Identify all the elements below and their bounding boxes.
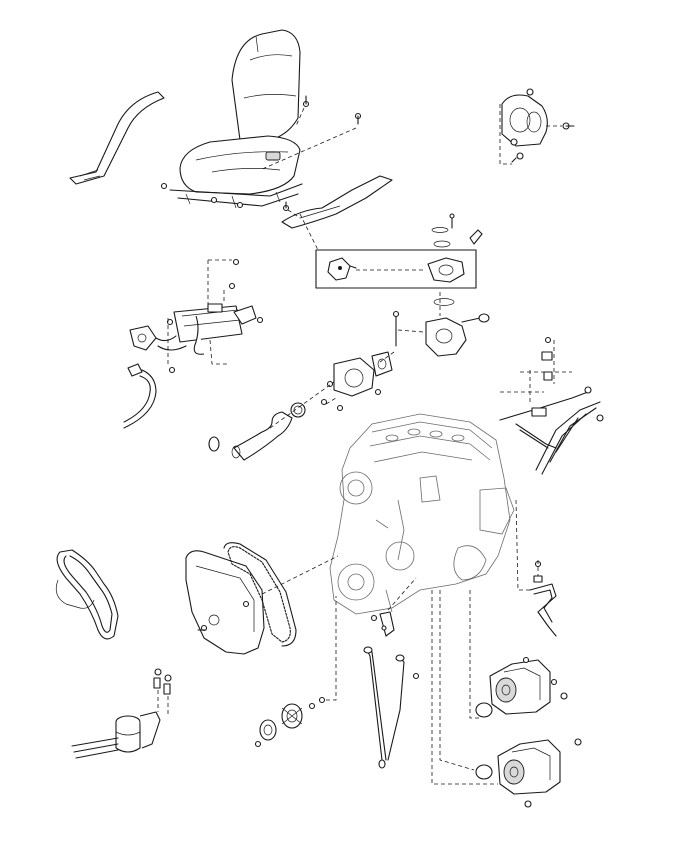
floor-bracket-part[interactable] bbox=[281, 175, 393, 229]
serpentine-belt-part[interactable] bbox=[55, 549, 119, 640]
fuel-return-pipe bbox=[515, 499, 557, 637]
injector-lines-part[interactable] bbox=[499, 336, 604, 475]
crank-pulley-part[interactable] bbox=[254, 596, 337, 748]
thermostat-housing-part[interactable] bbox=[392, 310, 490, 357]
seat-assembly-part[interactable] bbox=[160, 29, 362, 209]
radiator-hose-part[interactable] bbox=[208, 402, 306, 461]
dipstick-part[interactable] bbox=[363, 577, 420, 769]
throttle-sensor-inset-part[interactable] bbox=[315, 249, 477, 289]
throttle-body-part[interactable] bbox=[320, 351, 393, 412]
fuel-filter-part[interactable] bbox=[71, 668, 172, 759]
fuel-pump-part[interactable] bbox=[431, 590, 582, 808]
engine-mount-plate-part[interactable] bbox=[499, 88, 575, 165]
sensor-small-parts bbox=[431, 213, 483, 306]
egr-cooler-part[interactable] bbox=[123, 258, 264, 429]
engine-block-part[interactable] bbox=[329, 413, 515, 615]
seat-side-trim-part[interactable] bbox=[69, 91, 165, 185]
timing-cover-part[interactable] bbox=[185, 550, 265, 655]
timing-belt-part[interactable] bbox=[223, 542, 339, 647]
leader-lines bbox=[209, 213, 441, 429]
